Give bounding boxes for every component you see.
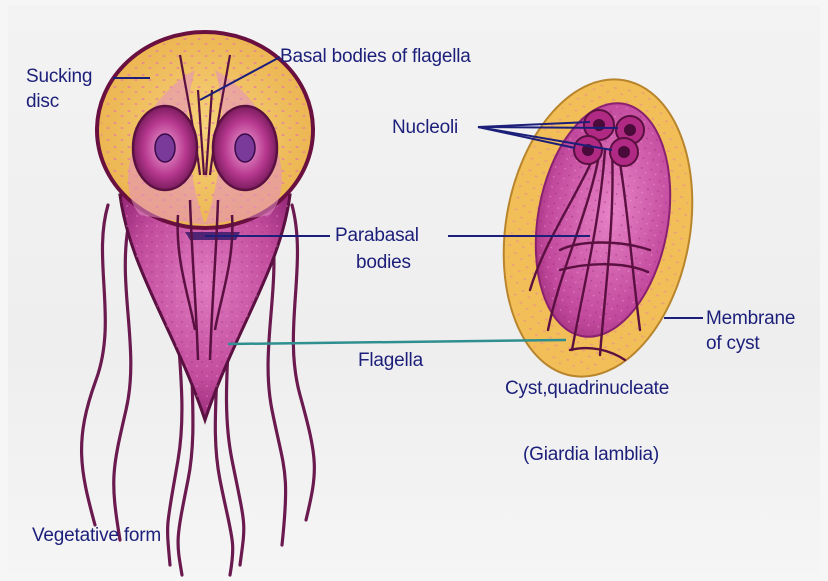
nucleoli-label: Nucleoli <box>392 117 458 139</box>
parabasal-label-line2: bodies <box>356 252 411 274</box>
parabasal-label-line1: Parabasal <box>335 225 419 247</box>
vegetative-form-label: Vegetative form <box>32 525 161 547</box>
cyst <box>481 64 714 391</box>
nucleoli-leader-3 <box>478 127 618 128</box>
species-label: (Giardia lamblia) <box>523 444 659 466</box>
sucking-disc-label-line2: disc <box>26 91 59 113</box>
flagella-pointer-line <box>228 340 566 344</box>
cyst-label: Cyst,quadrinucleate <box>505 378 669 400</box>
flagella-label: Flagella <box>358 350 423 372</box>
trophozoite <box>82 32 315 575</box>
membrane-label-line2: of cyst <box>706 333 760 355</box>
membrane-label-line1: Membrane <box>706 308 795 330</box>
basal-bodies-label: Basal bodies of flagella <box>280 46 471 68</box>
sucking-disc-label-line1: Sucking <box>26 66 92 88</box>
